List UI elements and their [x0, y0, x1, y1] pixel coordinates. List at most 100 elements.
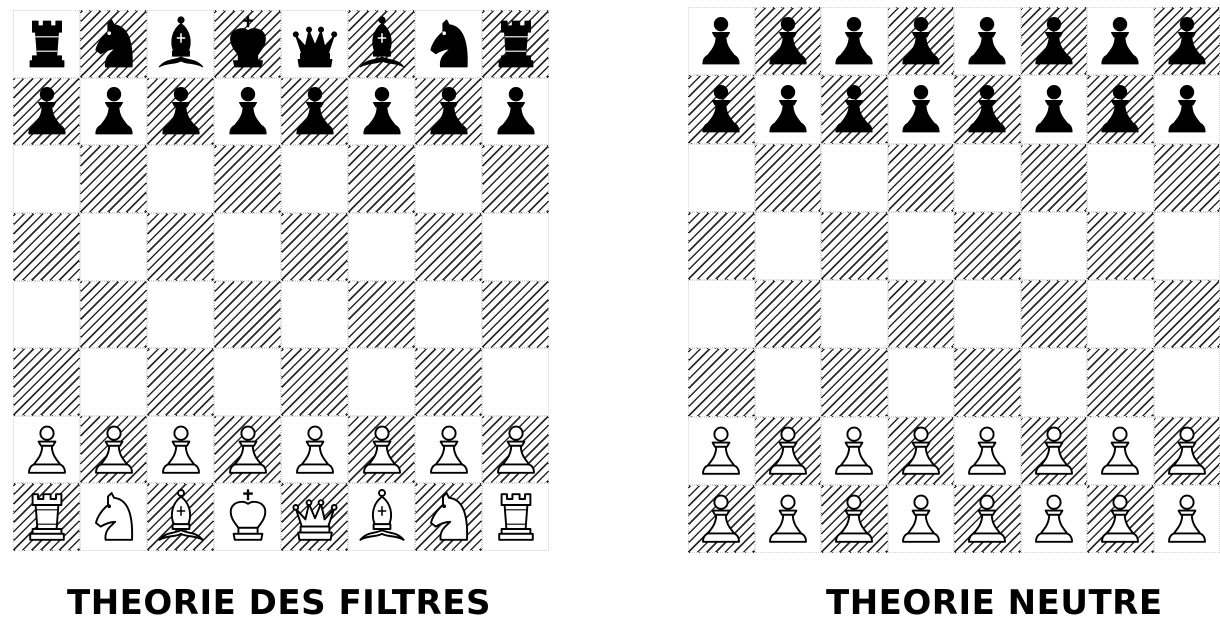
board-square[interactable] — [1087, 144, 1154, 212]
board-square[interactable] — [688, 7, 755, 75]
black-pawn-icon[interactable] — [1024, 11, 1084, 71]
board-square[interactable] — [888, 348, 955, 416]
board-square[interactable] — [415, 145, 482, 213]
black-king-icon[interactable] — [218, 14, 278, 74]
board-square[interactable] — [13, 10, 80, 78]
board-square[interactable] — [755, 144, 822, 212]
black-pawn-icon[interactable] — [84, 81, 144, 141]
black-bishop-icon[interactable] — [352, 14, 412, 74]
black-pawn-icon[interactable] — [285, 81, 345, 141]
board-square[interactable] — [688, 144, 755, 212]
white-rook-icon[interactable] — [17, 487, 77, 547]
board-square[interactable] — [954, 417, 1021, 485]
board-square[interactable] — [482, 416, 549, 484]
board-square[interactable] — [482, 483, 549, 551]
board-square[interactable] — [281, 145, 348, 213]
white-pawn-icon[interactable] — [824, 421, 884, 481]
board-square[interactable] — [348, 213, 415, 281]
board-square[interactable] — [888, 280, 955, 348]
black-pawn-icon[interactable] — [1090, 79, 1150, 139]
white-pawn-icon[interactable] — [1090, 489, 1150, 549]
board-square[interactable] — [1021, 75, 1088, 143]
white-pawn-icon[interactable] — [891, 421, 951, 481]
board-square[interactable] — [1087, 280, 1154, 348]
board-square[interactable] — [482, 348, 549, 416]
board-square[interactable] — [147, 348, 214, 416]
board-square[interactable] — [688, 212, 755, 280]
board-square[interactable] — [1021, 144, 1088, 212]
white-pawn-icon[interactable] — [218, 420, 278, 480]
board-square[interactable] — [688, 75, 755, 143]
board-square[interactable] — [755, 7, 822, 75]
white-pawn-icon[interactable] — [84, 420, 144, 480]
white-pawn-icon[interactable] — [1090, 421, 1150, 481]
white-queen-icon[interactable] — [285, 487, 345, 547]
board-square[interactable] — [1087, 417, 1154, 485]
black-pawn-icon[interactable] — [419, 81, 479, 141]
white-pawn-icon[interactable] — [352, 420, 412, 480]
board-square[interactable] — [348, 78, 415, 146]
board-square[interactable] — [954, 280, 1021, 348]
white-pawn-icon[interactable] — [758, 489, 818, 549]
board-square[interactable] — [281, 78, 348, 146]
black-pawn-icon[interactable] — [17, 81, 77, 141]
board-square[interactable] — [415, 78, 482, 146]
black-pawn-icon[interactable] — [891, 11, 951, 71]
black-pawn-icon[interactable] — [1024, 79, 1084, 139]
board-square[interactable] — [80, 213, 147, 281]
board-square[interactable] — [147, 213, 214, 281]
black-pawn-icon[interactable] — [691, 79, 751, 139]
board-square[interactable] — [80, 281, 147, 349]
black-knight-icon[interactable] — [419, 14, 479, 74]
board-square[interactable] — [482, 281, 549, 349]
black-pawn-icon[interactable] — [1090, 11, 1150, 71]
board-square[interactable] — [821, 75, 888, 143]
board-square[interactable] — [1087, 7, 1154, 75]
board-square[interactable] — [348, 281, 415, 349]
board-square[interactable] — [348, 416, 415, 484]
board-square[interactable] — [1021, 280, 1088, 348]
white-pawn-icon[interactable] — [691, 489, 751, 549]
white-pawn-icon[interactable] — [1157, 489, 1217, 549]
board-square[interactable] — [821, 280, 888, 348]
board-square[interactable] — [214, 281, 281, 349]
white-pawn-icon[interactable] — [691, 421, 751, 481]
white-pawn-icon[interactable] — [1024, 421, 1084, 481]
board-square[interactable] — [147, 145, 214, 213]
board-square[interactable] — [80, 416, 147, 484]
black-rook-icon[interactable] — [486, 14, 546, 74]
board-square[interactable] — [954, 144, 1021, 212]
board-square[interactable] — [147, 281, 214, 349]
board-square[interactable] — [147, 10, 214, 78]
board-square[interactable] — [13, 78, 80, 146]
white-pawn-icon[interactable] — [285, 420, 345, 480]
board-square[interactable] — [147, 416, 214, 484]
board-square[interactable] — [1021, 7, 1088, 75]
board-square[interactable] — [954, 485, 1021, 553]
board-square[interactable] — [1154, 348, 1220, 416]
black-pawn-icon[interactable] — [957, 11, 1017, 71]
board-square[interactable] — [755, 212, 822, 280]
white-pawn-icon[interactable] — [17, 420, 77, 480]
black-knight-icon[interactable] — [84, 14, 144, 74]
white-pawn-icon[interactable] — [151, 420, 211, 480]
board-square[interactable] — [415, 10, 482, 78]
black-pawn-icon[interactable] — [758, 79, 818, 139]
black-bishop-icon[interactable] — [151, 14, 211, 74]
board-square[interactable] — [1154, 417, 1220, 485]
black-pawn-icon[interactable] — [824, 11, 884, 71]
board-square[interactable] — [415, 348, 482, 416]
white-rook-icon[interactable] — [486, 487, 546, 547]
board-square[interactable] — [888, 485, 955, 553]
board-square[interactable] — [281, 483, 348, 551]
white-pawn-icon[interactable] — [758, 421, 818, 481]
board-square[interactable] — [1154, 7, 1220, 75]
board-square[interactable] — [821, 417, 888, 485]
board-square[interactable] — [1021, 212, 1088, 280]
board-square[interactable] — [80, 78, 147, 146]
board-square[interactable] — [821, 348, 888, 416]
board-square[interactable] — [1087, 75, 1154, 143]
black-queen-icon[interactable] — [285, 14, 345, 74]
board-square[interactable] — [821, 212, 888, 280]
white-pawn-icon[interactable] — [1157, 421, 1217, 481]
